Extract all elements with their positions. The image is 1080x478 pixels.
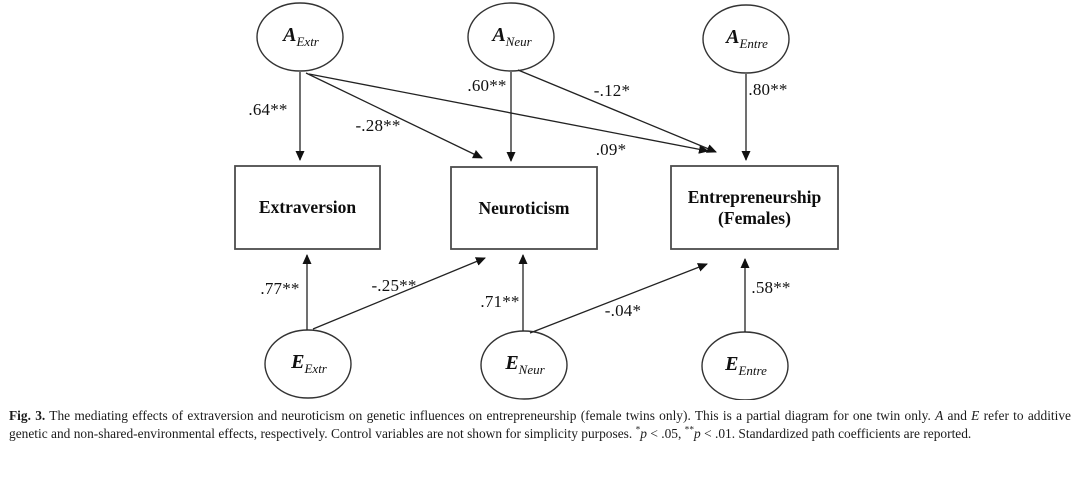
coef-e-extr-neuroticism: -.25** [371,276,417,295]
coef-e-neur-neuroticism: .71** [480,292,520,311]
node-label-e-extr-main: E [291,351,305,373]
path-a-extr-to-entrepreneurship [308,73,709,154]
figure-caption-label: Fig. 3. [9,408,46,423]
node-label-a-entre-sub: Entre [739,36,768,51]
node-label-e-entre: EEntre [725,353,767,379]
figure-caption-star-2: ** [684,425,695,436]
coef-e-extr-extraversion: .77** [260,279,300,298]
coef-a-extr-entrepreneurship: .09* [595,140,627,159]
node-label-e-entre-sub: Entre [738,363,767,378]
node-label-e-neur-sub: Neur [518,362,545,377]
coef-a-extr-neuroticism: -.28** [355,116,401,135]
node-label-a-extr-main: A [283,24,297,46]
box-label-neuroticism-text: Neuroticism [478,197,570,218]
node-label-a-extr: AExtr [283,24,319,50]
node-box-extraversion [234,165,381,250]
path-e-neur-to-entrepreneurship [529,263,708,334]
path-a-neur-to-entrepreneurship [517,69,717,153]
path-e-extr-to-neuroticism [312,257,486,330]
figure-caption-italic-e: E [971,408,980,423]
node-label-e-extr: EExtr [291,351,327,377]
coef-e-neur-entrepreneurship: -.04* [604,301,642,320]
coef-a-entre-entrepreneurship: .80** [748,80,788,99]
node-label-a-entre-main: A [726,26,740,48]
figure-caption-italic-a: A [935,408,944,423]
box-label-neuroticism: Neuroticism [451,167,597,249]
figure-caption-italic-p2: p [694,426,701,441]
coef-a-neur-entrepreneurship: -.12* [593,81,631,100]
node-ellipse-a-entre [702,4,790,74]
box-label-entrepreneurship-line1: Entrepreneurship [687,186,822,207]
coef-a-extr-extraversion: .64** [248,100,288,119]
node-ellipse-e-neur [480,330,568,400]
figure-caption: Fig. 3. The mediating effects of extrave… [9,407,1071,443]
box-label-extraversion: Extraversion [235,166,380,249]
coef-a-neur-neuroticism: .60** [467,76,507,95]
node-label-a-extr-sub: Extr [296,34,319,49]
node-label-e-neur: ENeur [505,352,544,378]
node-ellipse-e-extr [264,329,352,399]
node-label-a-entre: AEntre [726,26,768,52]
node-box-entrepreneurship [670,165,839,250]
node-box-neuroticism [450,166,598,250]
figure-caption-star-1: * [635,425,641,436]
figure-caption-text-3: refer to additive genetic and non-shared… [9,408,1071,441]
figure-caption-text-5: < .01. Standardized path coefficients ar… [700,426,972,441]
node-label-a-neur: ANeur [492,24,531,50]
path-diagram [234,2,839,400]
figure-caption-italic-p1: p [640,426,647,441]
node-label-a-neur-main: A [492,24,506,46]
node-label-a-neur-sub: Neur [505,34,532,49]
node-label-e-entre-main: E [725,353,739,375]
node-label-e-neur-main: E [505,352,519,374]
node-ellipse-a-neur [467,2,555,72]
node-ellipse-a-extr [256,2,344,72]
box-label-extraversion-text: Extraversion [258,197,357,217]
figure-caption-text-1: The mediating effects of extraversion an… [45,408,936,423]
coef-e-entre-entrepreneurship: .58** [751,278,791,297]
path-a-extr-to-neuroticism [305,72,483,159]
figure-caption-text-4: < .05, [646,426,685,441]
box-label-entrepreneurship-line2: (Females) [718,207,791,228]
box-label-entrepreneurship: Entrepreneurship (Females) [671,166,838,249]
figure-caption-text-2: and [943,408,972,423]
node-label-e-extr-sub: Extr [304,361,327,376]
